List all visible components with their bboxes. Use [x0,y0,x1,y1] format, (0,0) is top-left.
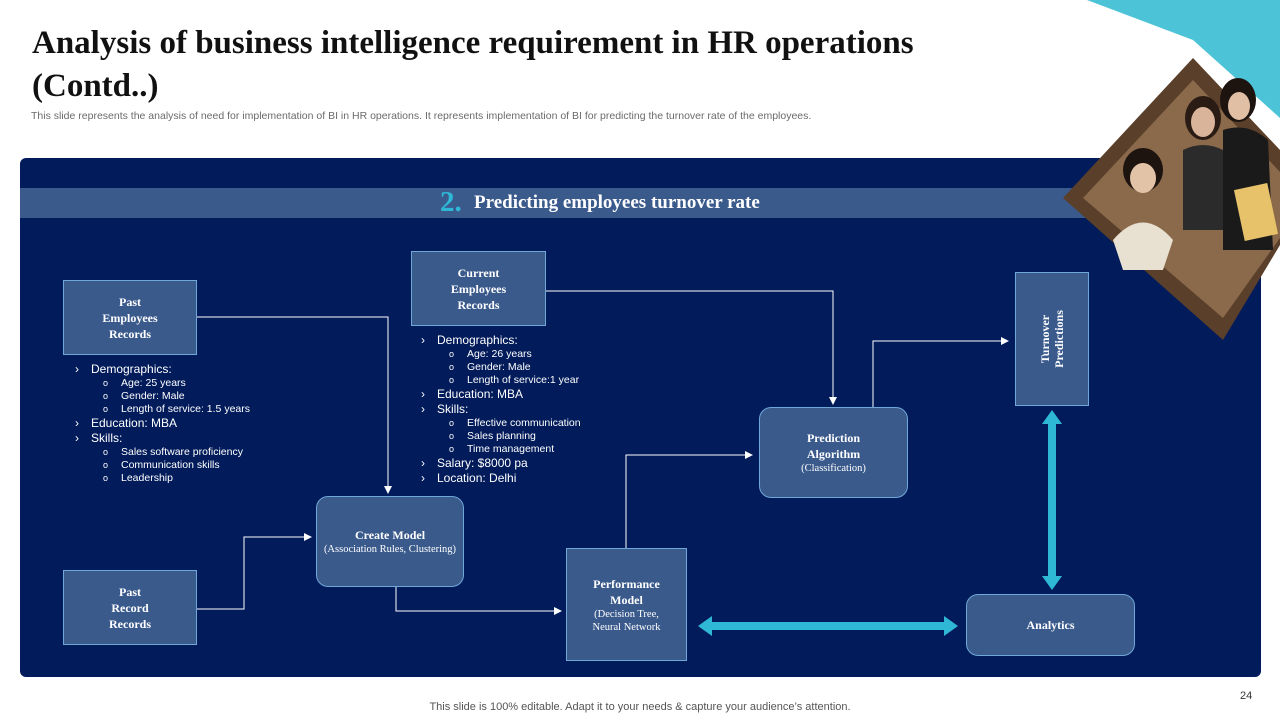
prediction-algorithm-sublabel: (Classification) [801,463,866,474]
performance-model-box: Performance Model (Decision Tree, Neural… [566,548,687,661]
footer-note: This slide is 100% editable. Adapt it to… [429,701,851,713]
list-item: Education: MBA [419,387,659,402]
list-item: Age: 25 years [73,377,313,390]
analytics-label: Analytics [1026,618,1075,632]
performance-model-sublabel: (Decision Tree, Neural Network [592,608,661,633]
turnover-predictions-box: Turnover Predictions [1015,272,1089,406]
list-item: Length of service:1 year [419,374,659,387]
analytics-box: Analytics [966,594,1135,656]
performance-model-label: Performance Model [593,576,660,607]
list-item: Salary: $8000 pa [419,456,659,471]
list-item: Skills: [73,431,313,446]
list-item: Gender: Male [73,390,313,403]
list-item: Gender: Male [419,361,659,374]
turnover-predictions-label: Turnover Predictions [1038,310,1066,368]
current-employees-records-box: Current Employees Records [411,251,546,326]
list-item: Location: Delhi [419,471,659,486]
list-item: Demographics: [419,333,659,348]
slide-subtitle: This slide represents the analysis of ne… [31,110,812,122]
past-employees-records-box: Past Employees Records [63,280,197,355]
create-model-label: Create Model [354,528,426,542]
past-employees-records-label: Past Employees Records [102,294,158,341]
past-record-label: Past Record Records [109,584,151,631]
list-item: Age: 26 years [419,348,659,361]
page-number: 24 [1240,690,1253,702]
current-employees-details: Demographics: Age: 26 years Gender: Male… [419,333,659,486]
list-item: Communication skills [73,459,313,472]
list-item: Time management [419,443,659,456]
team-photo-image [1063,0,1280,340]
page-title: Analysis of business intelligence requir… [32,25,914,104]
list-item: Length of service: 1.5 years [73,403,313,416]
prediction-algorithm-label: Prediction Algorithm [806,431,861,461]
current-employees-records-label: Current Employees Records [450,265,507,312]
create-model-box: Create Model (Association Rules, Cluster… [316,496,464,587]
list-item: Education: MBA [73,416,313,431]
section-title: Predicting employees turnover rate [474,192,760,213]
section-banner [20,188,1110,218]
prediction-algorithm-box: Prediction Algorithm (Classification) [759,407,908,498]
list-item: Skills: [419,402,659,417]
section-number: 2. [440,186,462,218]
list-item: Leadership [73,472,313,485]
list-item: Sales planning [419,430,659,443]
list-item: Effective communication [419,417,659,430]
list-item: Demographics: [73,362,313,377]
past-record-box: Past Record Records [63,570,197,645]
corner-accent-triangle [1087,0,1280,118]
create-model-sublabel: (Association Rules, Clustering) [323,544,457,555]
list-item: Sales software proficiency [73,446,313,459]
past-employees-details: Demographics: Age: 25 years Gender: Male… [73,362,313,485]
